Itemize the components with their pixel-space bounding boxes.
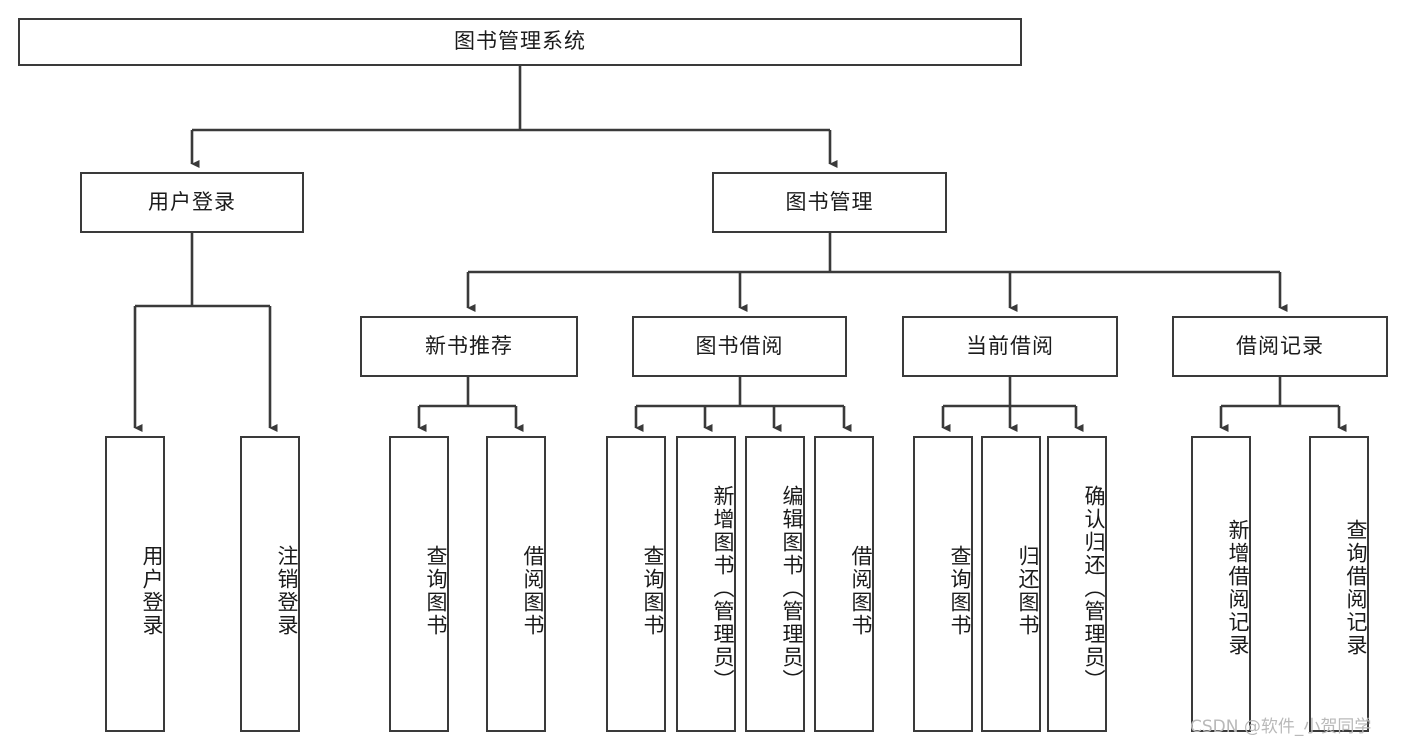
leaf-current-borrow-confirm-return[interactable]: 确认归还（管理员） (1047, 436, 1107, 732)
node-book-management[interactable]: 图书管理 (712, 172, 947, 233)
leaf-new-book-borrow[interactable]: 借阅图书 (486, 436, 546, 732)
node-book-borrow[interactable]: 图书借阅 (632, 316, 847, 377)
leaf-current-borrow-return[interactable]: 归还图书 (981, 436, 1041, 732)
node-root-system[interactable]: 图书管理系统 (18, 18, 1022, 66)
leaf-new-book-query[interactable]: 查询图书 (389, 436, 449, 732)
leaf-book-borrow-add[interactable]: 新增图书（管理员） (676, 436, 736, 732)
node-user-login[interactable]: 用户登录 (80, 172, 304, 233)
leaf-current-borrow-query[interactable]: 查询图书 (913, 436, 973, 732)
node-new-book-recommend[interactable]: 新书推荐 (360, 316, 578, 377)
leaf-user-login-logout[interactable]: 注销登录 (240, 436, 300, 732)
node-borrow-record[interactable]: 借阅记录 (1172, 316, 1388, 377)
leaf-borrow-record-query[interactable]: 查询借阅记录 (1309, 436, 1369, 732)
leaf-book-borrow-query[interactable]: 查询图书 (606, 436, 666, 732)
leaf-user-login-login[interactable]: 用户登录 (105, 436, 165, 732)
node-current-borrow[interactable]: 当前借阅 (902, 316, 1118, 377)
leaf-borrow-record-add[interactable]: 新增借阅记录 (1191, 436, 1251, 732)
leaf-book-borrow-edit[interactable]: 编辑图书（管理员） (745, 436, 805, 732)
csdn-watermark: CSDN @软件_小贺同学 (1190, 717, 1372, 737)
leaf-book-borrow-borrow[interactable]: 借阅图书 (814, 436, 874, 732)
